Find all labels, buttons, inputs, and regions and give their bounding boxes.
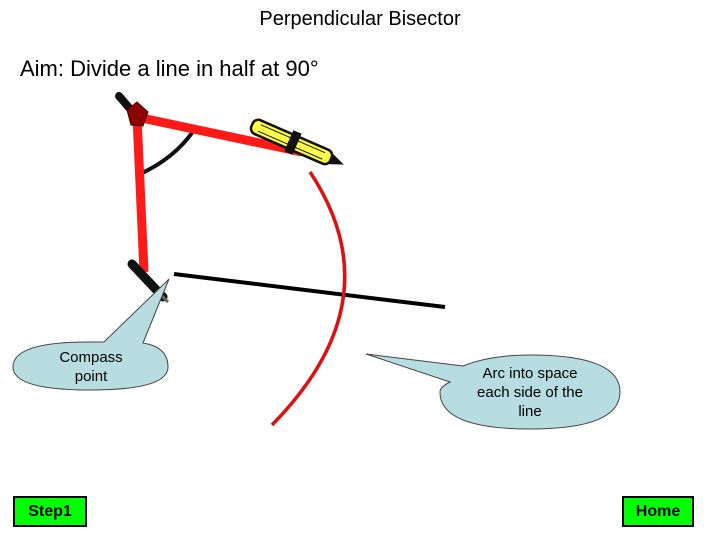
callout-compass-point (12, 278, 170, 391)
page-title: Perpendicular Bisector (259, 8, 461, 30)
pencil-tip (328, 154, 344, 165)
pencil (249, 118, 344, 166)
compass-leg-pencil-arm (136, 112, 303, 157)
line-segment (173, 272, 446, 309)
pencil-clamp (284, 130, 302, 155)
step1-button[interactable]: Step1 (13, 496, 87, 527)
aim-text: Aim: Divide a line in half at 90° (20, 56, 319, 81)
construction-arc (270, 171, 347, 427)
callout-compass-point-text: Compass point (59, 349, 123, 385)
callout-arc (365, 353, 621, 430)
home-button[interactable]: Home (622, 496, 694, 527)
compass-hinge (126, 101, 149, 127)
compass-leg-vertical (132, 116, 149, 273)
callout-arc-text: Arc into space each side of the line (477, 365, 583, 420)
swing-arc (139, 128, 196, 176)
